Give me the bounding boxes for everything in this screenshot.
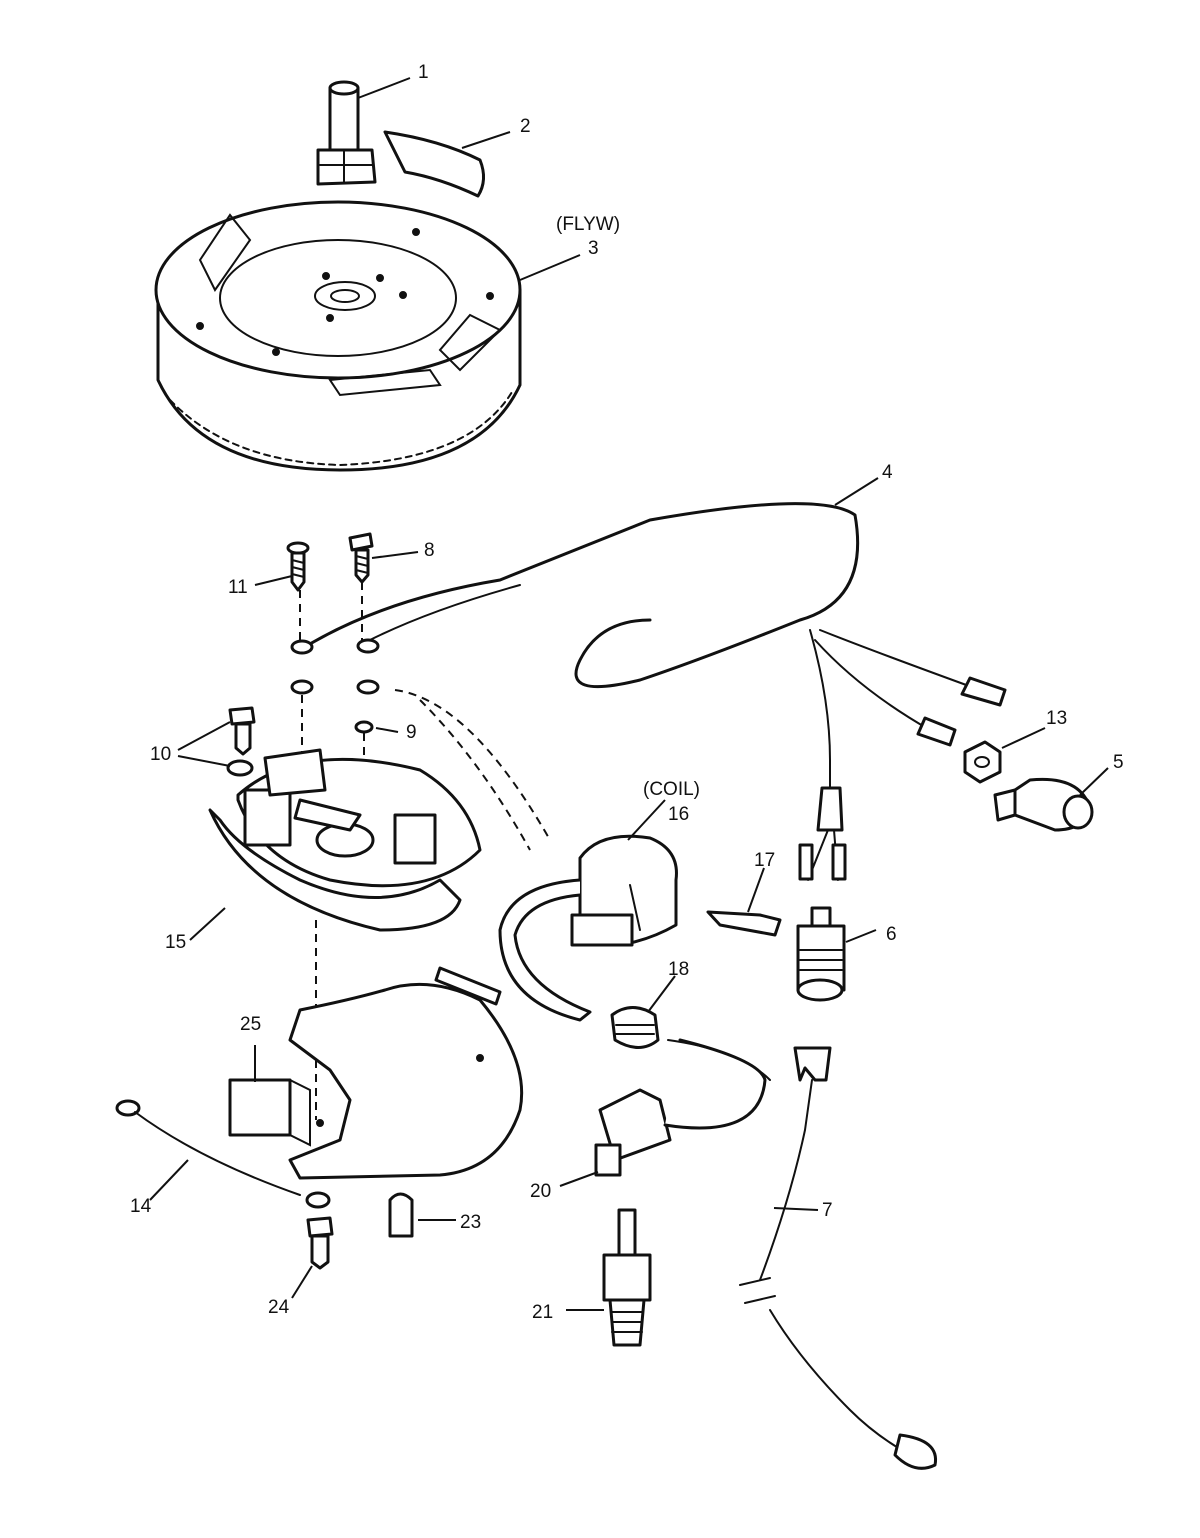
part-24-screw (306, 1216, 334, 1270)
label-part-21: 21 (532, 1302, 553, 1323)
label-part-9: 9 (406, 722, 417, 743)
label-part-23: 23 (460, 1212, 481, 1233)
part-6-switch (796, 906, 846, 1002)
part-2-key (383, 130, 485, 198)
part-5-kill-switch (993, 777, 1094, 832)
label-part-24: 24 (268, 1297, 290, 1318)
part-16-coil (498, 834, 678, 1022)
label-part-4: 4 (882, 462, 893, 483)
part-7-lanyard (739, 1046, 938, 1470)
part-13-nut (963, 740, 1002, 784)
label-part-3: 3 (588, 238, 599, 259)
part-21-spark-plug (602, 1208, 652, 1347)
part-labels: 1 2 (FLYW) 3 4 8 11 9 10 13 5 (COIL) 16 … (130, 62, 1124, 1323)
label-part-16-name: (COIL) (643, 779, 700, 800)
label-part-20: 20 (530, 1181, 551, 1202)
label-part-8: 8 (424, 540, 435, 561)
part-11-screw (286, 541, 310, 592)
label-part-7: 7 (822, 1200, 833, 1221)
label-part-15: 15 (165, 932, 186, 953)
label-part-16: 16 (668, 804, 689, 825)
label-part-13: 13 (1046, 708, 1067, 729)
leader-lines (149, 77, 1109, 1311)
part-17-clip (706, 910, 782, 937)
part-15-stator-plate (208, 748, 482, 932)
label-part-3-name: (FLYW) (556, 214, 620, 235)
part-18-spring (610, 1006, 660, 1049)
label-part-18: 18 (668, 959, 689, 980)
part-1-flywheel-bolt (316, 80, 377, 186)
label-part-5: 5 (1113, 752, 1124, 773)
part-14-ground-wire (115, 1099, 331, 1209)
label-part-17: 17 (754, 850, 775, 871)
label-part-25: 25 (240, 1014, 261, 1035)
label-part-10: 10 (150, 744, 171, 765)
part-3-flywheel (154, 200, 522, 472)
part-10-screw-washer (226, 706, 256, 777)
part-20-spark-plug-boot (594, 1038, 771, 1177)
terminal-washers (290, 638, 380, 734)
label-part-11: 11 (228, 577, 248, 598)
part-4-wire-harness (298, 502, 1007, 881)
label-part-2: 2 (520, 116, 531, 137)
part-8-screw (348, 532, 374, 584)
part-23-cap (388, 1192, 414, 1238)
part-25-base-plate (228, 966, 524, 1180)
label-part-1: 1 (418, 62, 429, 83)
label-part-14: 14 (130, 1196, 152, 1217)
label-part-6: 6 (886, 924, 897, 945)
